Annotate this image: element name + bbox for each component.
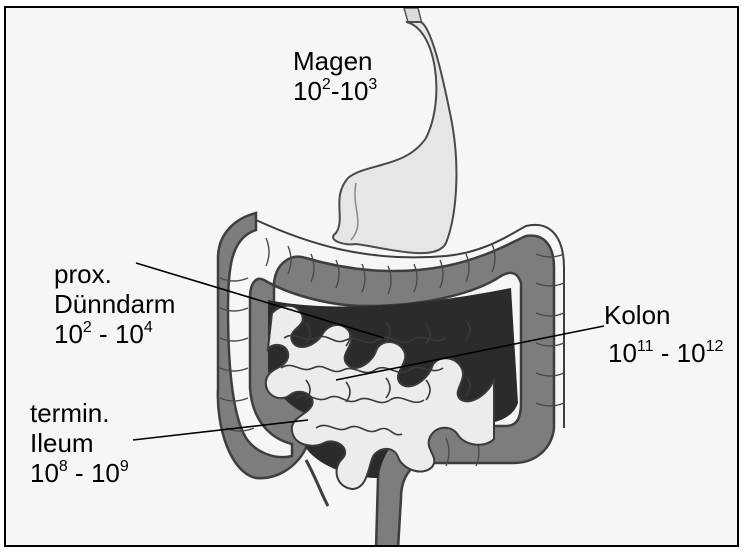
label-kolon: Kolon <box>604 300 671 330</box>
label-ileum-line2: Ileum <box>30 428 129 458</box>
label-termin-ileum: termin. Ileum 108 - 109 <box>30 398 129 488</box>
label-magen-count: 102-103 <box>293 76 377 106</box>
label-ileum-count: 108 - 109 <box>30 458 129 488</box>
label-prox-duenndarm: prox. Dünndarm 102 - 104 <box>54 259 175 349</box>
label-magen: Magen 102-103 <box>293 46 377 106</box>
label-ileum-line1: termin. <box>30 398 129 428</box>
label-prox-line2: Dünndarm <box>54 289 175 319</box>
label-magen-name: Magen <box>293 46 377 76</box>
label-kolon-count: 1011 - 1012 <box>608 338 723 368</box>
diagram-frame: Magen 102-103 prox. Dünndarm 102 - 104 K… <box>4 6 739 547</box>
label-prox-line1: prox. <box>54 259 175 289</box>
label-kolon-name: Kolon <box>604 300 671 330</box>
label-prox-count: 102 - 104 <box>54 319 175 349</box>
appendix-illustration <box>306 460 328 506</box>
